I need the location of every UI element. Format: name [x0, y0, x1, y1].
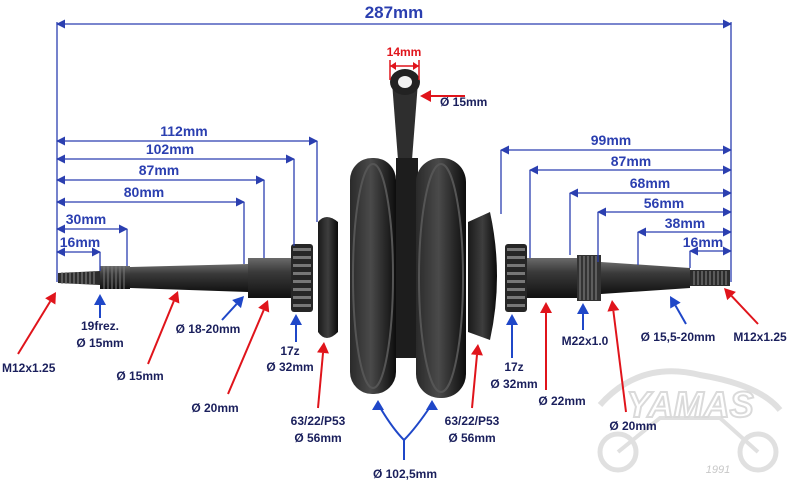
arrow-head-thread-left	[45, 292, 56, 305]
crankshaft-part	[58, 69, 730, 398]
callout-bearing-left-2: Ø 56mm	[294, 431, 341, 445]
dim-left-5: 16mm	[60, 234, 100, 250]
arrow-thread-right	[730, 295, 759, 325]
right-bearing	[468, 212, 497, 340]
arrow-taper-right	[674, 305, 687, 325]
dim-left-2: 87mm	[139, 162, 179, 178]
arrow-thread-left	[17, 300, 52, 355]
callout-rod-eye: Ø 15mm	[440, 95, 487, 109]
arrow-head-taper-right	[670, 296, 681, 309]
arrow-head-bearing-right	[470, 344, 483, 356]
callout-flywheel: Ø 102,5mm	[373, 467, 437, 481]
arrow-head-thread-mid	[577, 303, 589, 314]
arrow-journal-left	[227, 309, 265, 395]
callout-sprocket-left-2: Ø 32mm	[266, 360, 313, 374]
logo-year: 1991	[706, 464, 730, 476]
arrow-head-taper-left	[232, 296, 244, 309]
right-flywheel	[416, 158, 466, 398]
arrow-head-sprocket-right	[506, 314, 518, 325]
callout-bearing-left-1: 63/22/P53	[291, 414, 346, 428]
dim-rod-width: 14mm	[387, 45, 422, 59]
callout-arrows	[17, 90, 759, 460]
left-bearing	[318, 217, 338, 338]
dimension-lines	[56, 19, 732, 282]
callout-journal-right: Ø 22mm	[538, 394, 585, 408]
callout-spline-1: 19frez.	[81, 319, 119, 333]
callout-sprocket-left-1: 17z	[280, 344, 299, 358]
arrow-head-journal-left	[258, 300, 270, 313]
arrow-head-thread-right	[724, 288, 736, 301]
arrow-shaft-left	[147, 300, 175, 365]
dim-right-0: 99mm	[591, 132, 631, 148]
callout-thread-mid: M22x1.0	[562, 334, 609, 348]
arrow-head-bearing-left	[317, 342, 329, 354]
arrow-head-journal-right	[540, 302, 552, 313]
arrow-head-flywheel-left	[372, 400, 384, 410]
callout-shaft-left: Ø 15mm	[116, 369, 163, 383]
dim-right-2: 68mm	[630, 175, 670, 191]
left-shaft	[58, 258, 293, 298]
logo-text: YAMAS	[626, 384, 753, 425]
dim-right-4: 38mm	[665, 215, 705, 231]
right-shaft	[527, 255, 730, 301]
callout-journal-left: Ø 20mm	[191, 401, 238, 415]
callout-thread-right: M12x1.25	[733, 330, 787, 344]
dim-left-3: 80mm	[124, 184, 164, 200]
arrow-bearing-left	[317, 352, 325, 409]
arrow-bearing-right	[471, 354, 478, 409]
arrow-shaft-right	[612, 310, 627, 413]
callout-labels: Ø 15mm M12x1.25 19frez. Ø 15mm Ø 15mm Ø …	[2, 95, 787, 481]
arrow-head-spline	[94, 294, 106, 305]
callout-shaft-right: Ø 20mm	[609, 419, 656, 433]
callout-taper-left: Ø 18-20mm	[176, 322, 241, 336]
dim-overall: 287mm	[365, 3, 424, 22]
arrow-flywheel-brace	[377, 403, 433, 460]
dim-left-1: 102mm	[146, 141, 194, 157]
arrow-head-shaft-left	[168, 291, 180, 304]
rod-width-dimension	[389, 60, 420, 80]
right-sprocket	[505, 244, 527, 312]
arrow-head-sprocket-left	[290, 314, 302, 325]
dim-right-3: 56mm	[644, 195, 684, 211]
callout-sprocket-right-1: 17z	[504, 360, 523, 374]
callout-bearing-right-2: Ø 56mm	[448, 431, 495, 445]
callout-bearing-right-1: 63/22/P53	[445, 414, 500, 428]
arrow-head-rod-eye	[420, 90, 431, 102]
dimension-labels: 287mm 14mm 112mm 102mm 87mm 80mm 30mm 16…	[60, 3, 723, 250]
callout-taper-right: Ø 15,5-20mm	[641, 330, 716, 344]
dim-right-5: 16mm	[683, 234, 723, 250]
arrow-head-flywheel-right	[426, 400, 438, 410]
left-flywheel	[350, 158, 396, 394]
connecting-rod	[390, 69, 420, 358]
dim-left-4: 30mm	[66, 211, 106, 227]
callout-spline-2: Ø 15mm	[76, 336, 123, 350]
arrow-taper-left	[221, 303, 238, 321]
dim-right-1: 87mm	[611, 153, 651, 169]
dim-left-0: 112mm	[160, 123, 207, 139]
callout-thread-left: M12x1.25	[2, 361, 56, 375]
left-sprocket	[291, 244, 313, 312]
arrow-head-shaft-right	[607, 300, 620, 312]
yamas-logo: YAMAS 1991	[597, 368, 783, 476]
callout-sprocket-right-2: Ø 32mm	[490, 377, 537, 391]
